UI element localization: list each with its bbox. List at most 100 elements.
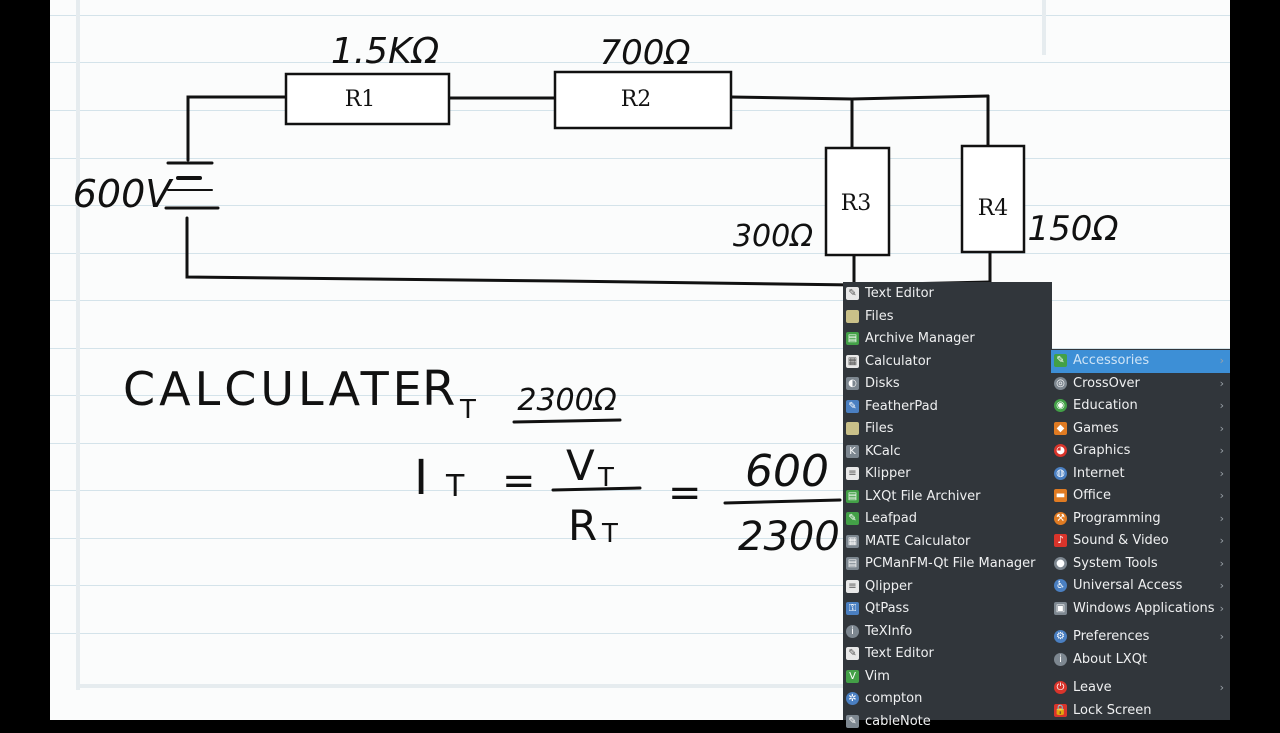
chevron-right-icon: ›	[1220, 373, 1224, 396]
menu-item-label: About LXQt	[1073, 652, 1147, 667]
leafpad-icon: ✎	[846, 512, 859, 525]
menu-item-programming[interactable]: ⚒ Programming ›	[1051, 508, 1230, 531]
menu-item-label: Office	[1073, 488, 1111, 503]
menu-item-lock-screen[interactable]: 🔒Lock Screen	[1051, 700, 1230, 723]
menu-item-cablenote[interactable]: ✎cableNote	[843, 711, 1052, 733]
menu-item-label: Text Editor	[865, 646, 934, 661]
menu-item-education[interactable]: ◉Education›	[1051, 395, 1230, 418]
menu-item-klipper[interactable]: ≡Klipper	[843, 463, 1052, 486]
current-symbol: I	[414, 450, 428, 506]
menu-item-graphics[interactable]: ◕ Graphics ›	[1051, 440, 1230, 463]
menu-item-label: Internet	[1073, 466, 1125, 481]
menu-item-leave[interactable]: ⏻Leave›	[1051, 677, 1230, 700]
mate-calculator-icon: ▦	[846, 535, 859, 548]
calculator-icon: ▦	[846, 355, 859, 368]
chevron-right-icon: ›	[1220, 508, 1224, 531]
menu-item-windows-applications[interactable]: ▣Windows Applications›	[1051, 598, 1230, 621]
qtpass-icon: ⚿	[846, 602, 859, 615]
menu-item-leafpad[interactable]: ✎ Leafpad	[843, 508, 1052, 531]
menu-item-label: System Tools	[1073, 556, 1158, 571]
chevron-right-icon: ›	[1220, 395, 1224, 418]
menu-item-featherpad[interactable]: ✎FeatherPad	[843, 396, 1052, 419]
resistance-subscript: T	[601, 519, 618, 549]
chevron-right-icon: ›	[1220, 677, 1224, 700]
menu-item-office[interactable]: ▬Office›	[1051, 485, 1230, 508]
menu-item-label: PCManFM-Qt File Manager	[865, 556, 1036, 571]
preferences-icon: ⚙	[1054, 630, 1067, 643]
menu-item-files[interactable]: Files	[843, 306, 1052, 329]
menu-item-text-editor[interactable]: ✎Text Editor	[843, 283, 1052, 306]
disks-icon: ◐	[846, 377, 859, 390]
menu-item-label: MATE Calculator	[865, 534, 970, 549]
internet-icon: ◍	[1054, 467, 1067, 480]
files-icon	[846, 310, 859, 323]
r2-label: R2	[621, 87, 652, 112]
equals-2: =	[668, 470, 702, 516]
menu-item-sound-video[interactable]: ♪Sound & Video›	[1051, 530, 1230, 553]
source-voltage: 600V	[73, 172, 175, 216]
programming-icon: ⚒	[1054, 512, 1067, 525]
menu-item-calculator[interactable]: ▦ Calculator	[843, 351, 1052, 374]
menu-item-label: CrossOver	[1073, 376, 1140, 391]
lock-icon: 🔒	[1054, 704, 1067, 717]
menu-item-label: Text Editor	[865, 286, 934, 301]
menu-item-lxqt-file-archiver[interactable]: ▤LXQt File Archiver	[843, 486, 1052, 509]
menu-item-label: Calculator	[865, 354, 931, 369]
chevron-right-icon: ›	[1220, 440, 1224, 463]
menu-item-accessories[interactable]: ✎ Accessories ›	[1051, 350, 1230, 373]
menu-item-qtpass[interactable]: ⚿QtPass	[843, 598, 1052, 621]
games-icon: ◆	[1054, 422, 1067, 435]
menu-item-archive-manager[interactable]: ▤Archive Manager	[843, 328, 1052, 351]
numerator-600: 600	[745, 446, 829, 497]
menu-item-crossover[interactable]: ◎ CrossOver ›	[1051, 373, 1230, 396]
current-subscript: T	[445, 469, 465, 504]
menu-item-files[interactable]: Files	[843, 418, 1052, 441]
rt-answer: 2300Ω	[517, 383, 616, 418]
menu-item-disks[interactable]: ◐Disks	[843, 373, 1052, 396]
menu-item-mate-calculator[interactable]: ▦ MATE Calculator	[843, 531, 1052, 554]
crossover-icon: ◎	[1054, 377, 1067, 390]
rt-symbol: R	[422, 361, 455, 417]
menu-item-label: Accessories	[1073, 353, 1149, 368]
text-editor-icon: ✎	[846, 647, 859, 660]
menu-item-label: Leafpad	[865, 511, 917, 526]
chevron-right-icon: ›	[1220, 485, 1224, 508]
accessories-icon: ✎	[1054, 354, 1067, 367]
menu-item-universal-access[interactable]: ♿Universal Access›	[1051, 575, 1230, 598]
menu-item-games[interactable]: ◆Games›	[1051, 418, 1230, 441]
qlipper-icon: ≡	[846, 580, 859, 593]
menu-item-about-lxqt[interactable]: i About LXQt	[1051, 649, 1230, 672]
menu-item-label: Archive Manager	[865, 331, 975, 346]
menu-item-system-tools[interactable]: ●System Tools›	[1051, 553, 1230, 576]
main-menu: ✎Accessories›◎CrossOver›◉Education›◆Game…	[1051, 349, 1230, 720]
menu-item-label: Graphics	[1073, 443, 1130, 458]
menu-item-label: FeatherPad	[865, 399, 938, 414]
klipper-icon: ≡	[846, 467, 859, 480]
menu-item-label: Qlipper	[865, 579, 912, 594]
menu-item-pcmanfm-qt-file-manager[interactable]: ▤PCManFM-Qt File Manager	[843, 553, 1052, 576]
resistance-symbol: R	[568, 501, 597, 550]
menu-item-preferences[interactable]: ⚙Preferences›	[1051, 626, 1230, 649]
about-icon: i	[1054, 653, 1067, 666]
r1-label: R1	[345, 87, 376, 112]
menu-item-qlipper[interactable]: ≡ Qlipper	[843, 576, 1052, 599]
menu-item-label: Universal Access	[1073, 578, 1182, 593]
menu-item-compton[interactable]: ✲compton	[843, 688, 1052, 711]
chevron-right-icon: ›	[1220, 530, 1224, 553]
vim-icon: V	[846, 670, 859, 683]
menu-item-label: Windows Applications	[1073, 601, 1215, 616]
menu-item-internet[interactable]: ◍Internet›	[1051, 463, 1230, 486]
education-icon: ◉	[1054, 399, 1067, 412]
menu-item-text-editor[interactable]: ✎ Text Editor	[843, 643, 1052, 666]
rt-subscript: T	[459, 395, 476, 425]
chevron-right-icon: ›	[1220, 350, 1224, 373]
info-icon: i	[846, 625, 859, 638]
chevron-right-icon: ›	[1220, 598, 1224, 621]
compton-icon: ✲	[846, 692, 859, 705]
graphics-icon: ◕	[1054, 444, 1067, 457]
menu-item-label: Programming	[1073, 511, 1161, 526]
